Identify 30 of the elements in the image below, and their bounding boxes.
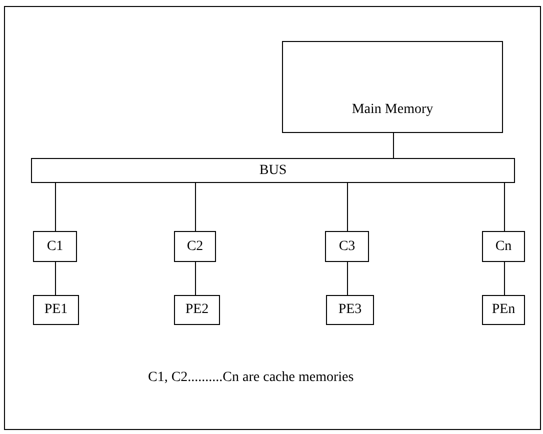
connector-line [504, 262, 505, 296]
bus-bar [31, 158, 515, 183]
connector-line [195, 182, 196, 232]
memory-box [282, 41, 503, 133]
node-label: C1 [46, 238, 64, 254]
note-text: C1, C2..........Cn are cache memories [148, 370, 354, 386]
connector-line [55, 262, 56, 296]
node-label: BUS [259, 162, 287, 178]
node-label: PE2 [185, 302, 209, 318]
connector-line [55, 182, 56, 232]
connector-line [195, 262, 196, 296]
node-label: Cn [495, 238, 512, 254]
component-box [326, 295, 374, 325]
connector-line [347, 262, 348, 296]
connector-line [347, 182, 348, 232]
node-label: PEn [492, 302, 516, 318]
component-box [174, 295, 220, 325]
component-box [482, 231, 525, 262]
node-label: PE3 [338, 302, 362, 318]
component-box [33, 231, 77, 262]
connector-line [393, 132, 394, 158]
node-label: C2 [186, 238, 204, 254]
node-label: C3 [338, 238, 356, 254]
component-box [174, 231, 216, 262]
component-box [482, 295, 525, 325]
component-box [325, 231, 369, 262]
connector-line [504, 182, 505, 232]
node-label: Main Memory [352, 102, 434, 118]
component-box [33, 295, 79, 325]
node-label: PE1 [44, 302, 68, 318]
